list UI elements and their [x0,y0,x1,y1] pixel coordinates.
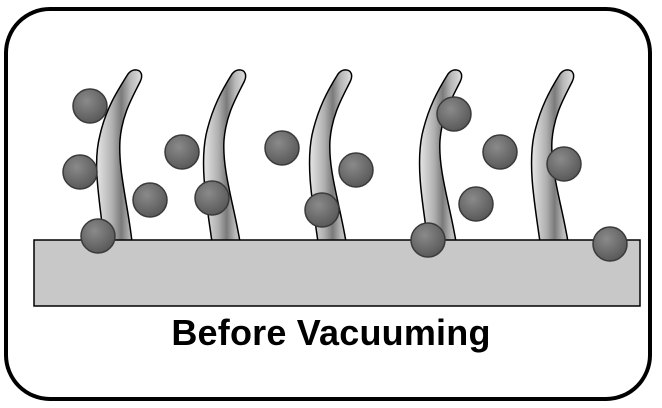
diagram-caption: Before Vacuuming [0,312,662,354]
dirt-particle [547,147,581,181]
fiber-2 [204,70,246,242]
dirt-particle [195,181,229,215]
dirt-particle [265,131,299,165]
dirt-particle [63,155,97,189]
dirt-particle [165,135,199,169]
fiber-4 [420,70,462,242]
dirt-particle [73,89,107,123]
dirt-particle [437,97,471,131]
dirt-particle [133,183,167,217]
dirt-particle [411,223,445,257]
dirt-particle [459,187,493,221]
dirt-particle [305,193,339,227]
carpet-backing [34,240,640,306]
dirt-particle [483,135,517,169]
dirt-particle [81,219,115,253]
dirt-particle [339,153,373,187]
dirt-particle [593,227,627,261]
